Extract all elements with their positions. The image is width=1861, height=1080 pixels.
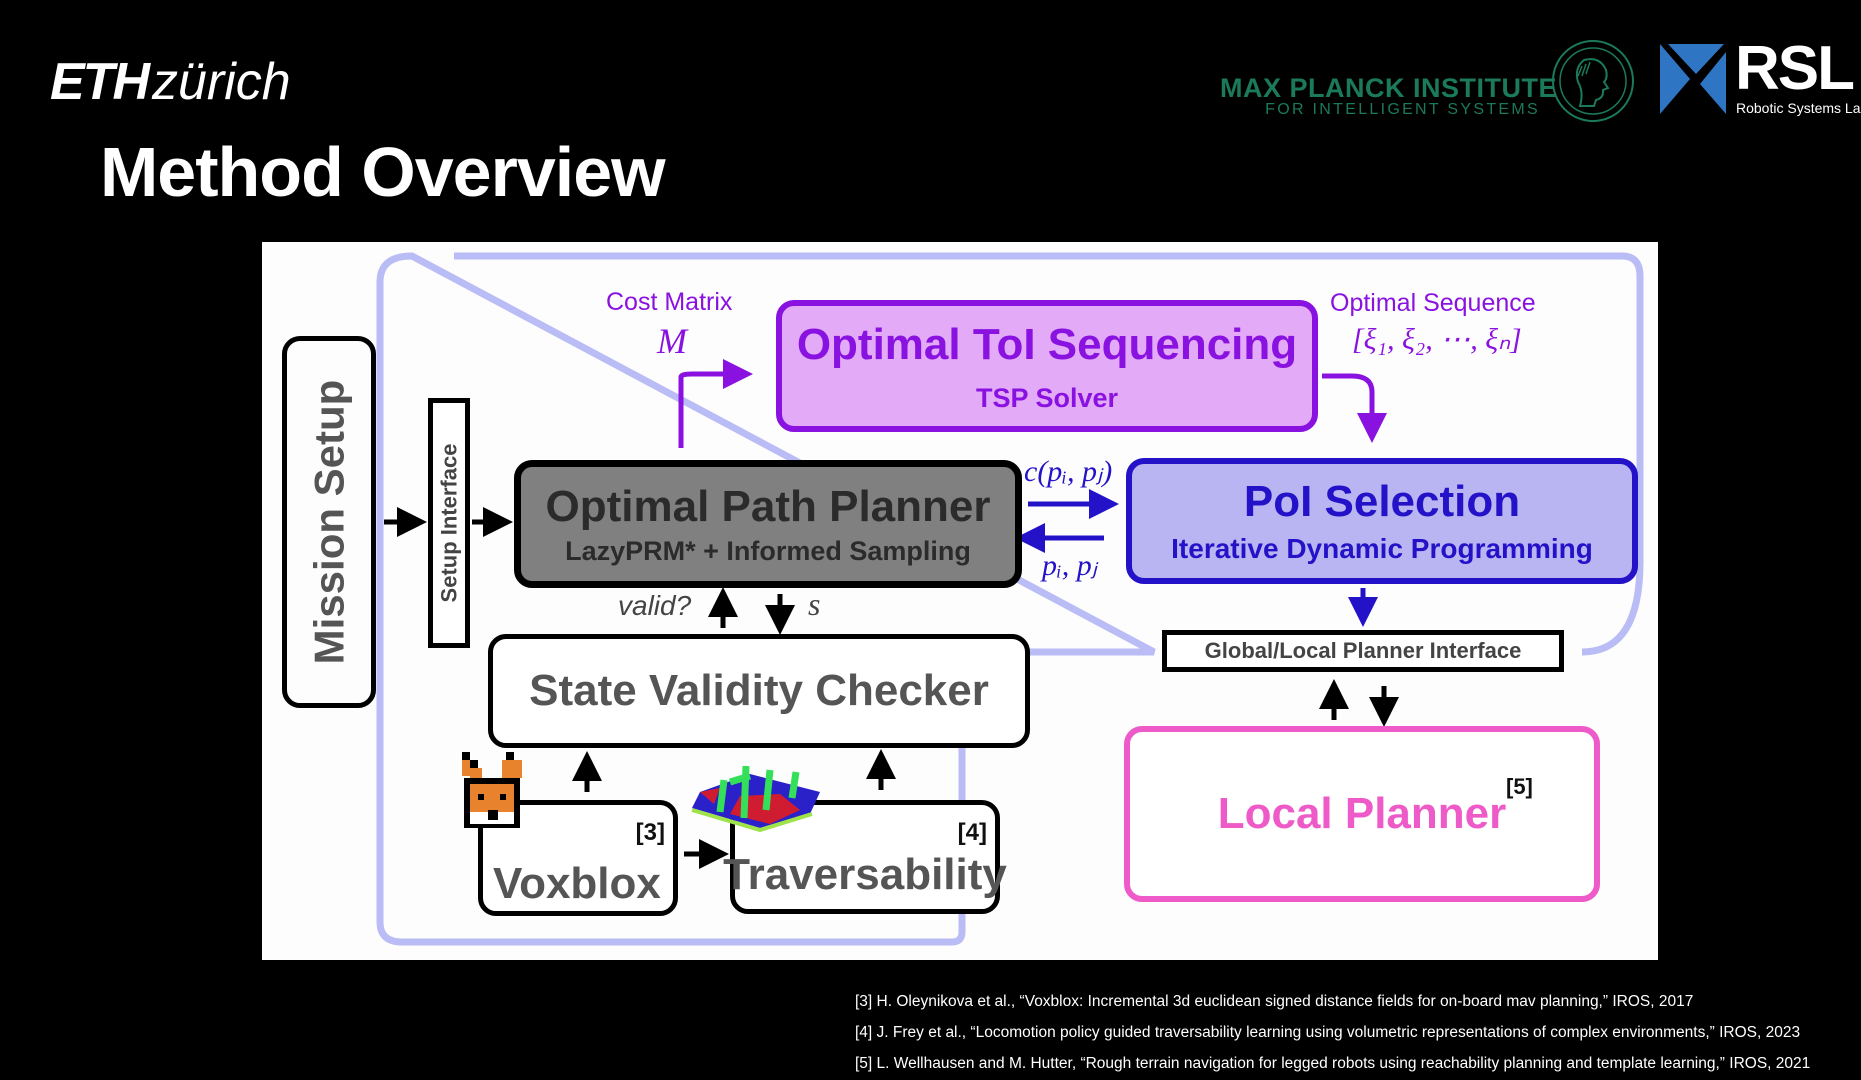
mpi-name: MAX PLANCK INSTITUTE (1220, 73, 1557, 103)
reference-item: [4] J. Frey et al., “Locomotion policy g… (855, 1024, 1801, 1041)
poi-selection-box[interactable]: PoI Selection Iterative Dynamic Programm… (1126, 458, 1638, 584)
references-list: [3] H. Oleynikova et al., “Voxblox: Incr… (855, 986, 1810, 1079)
optimal-sequence-label: Optimal Sequence (1330, 289, 1536, 317)
rsl-logo-icon (1660, 44, 1726, 114)
cost-matrix-label: Cost Matrix (606, 288, 733, 316)
reference-item: [3] H. Oleynikova et al., “Voxblox: Incr… (855, 993, 1694, 1010)
voxblox-fox-icon (462, 752, 522, 828)
toi-sequencing-title: Optimal ToI Sequencing (796, 319, 1298, 369)
setup-interface-box[interactable]: Setup Interface (428, 398, 470, 648)
state-validity-checker-box[interactable]: State Validity Checker (488, 634, 1030, 748)
reference-item: [5] L. Wellhausen and M. Hutter, “Rough … (855, 1055, 1811, 1072)
local-planner-box[interactable]: [5] Local Planner (1124, 726, 1600, 902)
path-planner-title: Optimal Path Planner (545, 481, 991, 531)
optimal-sequence-symbol: [ξ₁, ξ₂, ⋯, ξₙ] (1352, 323, 1522, 356)
voxblox-ref: [3] (635, 819, 665, 846)
slide-title: Method Overview (100, 133, 666, 211)
eth-zurich-logo: ETHzürich (50, 52, 291, 112)
cost-function-label: c(pᵢ, pⱼ) (1024, 455, 1113, 488)
voxblox-label: Voxblox (493, 859, 661, 908)
gl-interface-label: Global/Local Planner Interface (1204, 638, 1522, 663)
traversability-label: Traversability (723, 850, 1007, 899)
traversability-box[interactable]: [4] Traversability (723, 800, 1007, 914)
poi-selection-subtitle: Iterative Dynamic Programming (1171, 533, 1593, 564)
path-planner-subtitle: LazyPRM* + Informed Sampling (565, 535, 971, 566)
rsl-logo-text: RSL (1735, 34, 1855, 103)
minerva-seal-icon (1552, 40, 1634, 122)
pair-label: pᵢ, pⱼ (1042, 549, 1097, 582)
arrow-cost-matrix (678, 359, 753, 448)
eth-logo-light: zürich (152, 53, 291, 111)
terrain-map-icon (691, 765, 820, 832)
mission-setup-label: Mission Setup (305, 379, 353, 665)
cost-matrix-symbol: M (657, 321, 687, 361)
optimal-toi-sequencing-box[interactable]: Optimal ToI Sequencing TSP Solver (776, 300, 1318, 432)
diagram-canvas: Mission Setup Setup Interface Cost Matri… (262, 242, 1658, 960)
local-planner-label: Local Planner (1217, 789, 1507, 838)
rsl-subtitle: Robotic Systems Lab (1736, 100, 1861, 116)
mpi-subtitle: FOR INTELLIGENT SYSTEMS (1265, 101, 1540, 118)
state-label: s (808, 586, 821, 622)
setup-interface-label: Setup Interface (436, 443, 461, 603)
arrow-optimal-sequence (1322, 373, 1387, 443)
valid-query-label: valid? (618, 590, 692, 621)
max-planck-logo-text: MAX PLANCK INSTITUTE FOR INTELLIGENT SYS… (1220, 73, 1557, 118)
eth-logo-bold: ETH (50, 53, 150, 111)
svc-title: State Validity Checker (529, 666, 989, 715)
poi-selection-title: PoI Selection (1243, 477, 1521, 526)
traversability-ref: [4] (957, 819, 987, 846)
local-planner-ref: [5] (1506, 774, 1533, 799)
optimal-path-planner-box[interactable]: Optimal Path Planner LazyPRM* + Informed… (514, 460, 1022, 588)
global-local-interface-box[interactable]: Global/Local Planner Interface (1162, 630, 1564, 672)
mission-setup-box[interactable]: Mission Setup (282, 336, 376, 708)
tsp-solver-label: TSP Solver (975, 382, 1119, 413)
